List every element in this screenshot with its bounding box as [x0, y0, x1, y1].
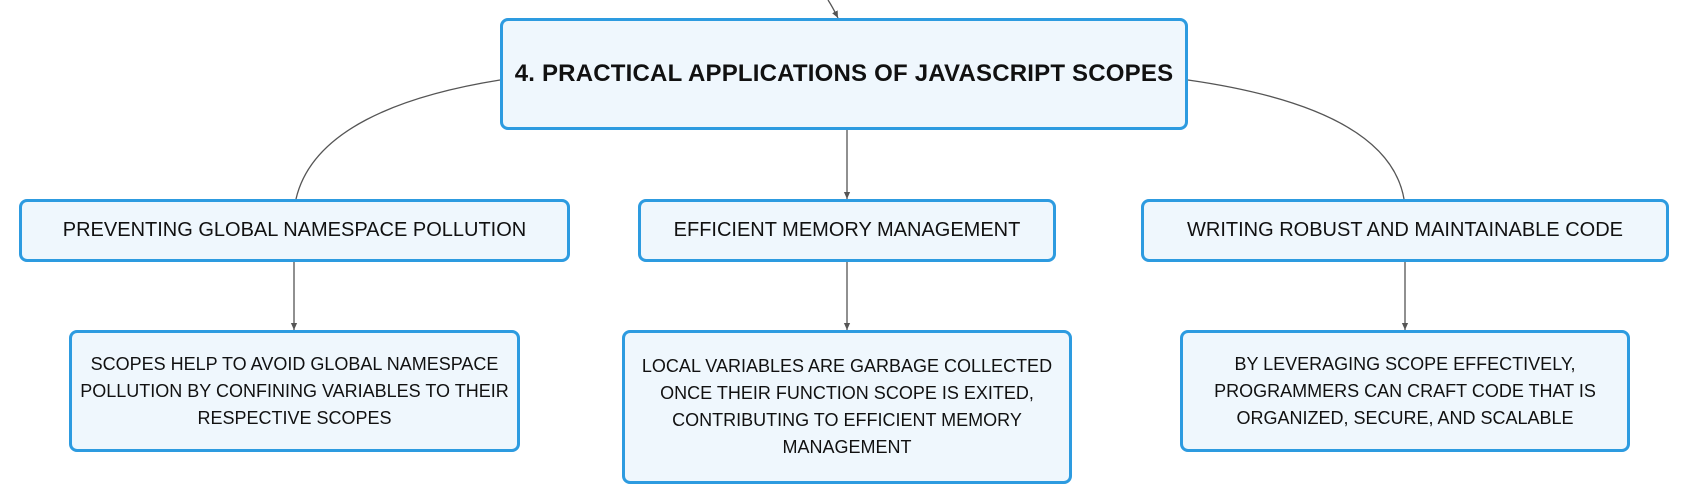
- branch-node-namespace-pollution[interactable]: PREVENTING GLOBAL NAMESPACE POLLUTION: [19, 199, 570, 262]
- connector-root-to-branch-1: [295, 79, 501, 200]
- detail-node-memory-management[interactable]: LOCAL VARIABLES ARE GARBAGE COLLECTED ON…: [622, 330, 1072, 484]
- branch-label: EFFICIENT MEMORY MANAGEMENT: [673, 219, 1021, 241]
- root-topic-label: 4. PRACTICAL APPLICATIONS OF JAVASCRIPT …: [514, 60, 1174, 87]
- detail-text: BY LEVERAGING SCOPE EFFECTIVELY, PROGRAM…: [1214, 353, 1596, 428]
- branch-label: PREVENTING GLOBAL NAMESPACE POLLUTION: [62, 219, 527, 241]
- branch-node-memory-management[interactable]: EFFICIENT MEMORY MANAGEMENT: [638, 199, 1056, 262]
- branch-label: WRITING ROBUST AND MAINTAINABLE CODE: [1187, 219, 1623, 241]
- root-topic-node[interactable]: 4. PRACTICAL APPLICATIONS OF JAVASCRIPT …: [500, 18, 1188, 130]
- detail-node-namespace-pollution[interactable]: SCOPES HELP TO AVOID GLOBAL NAMESPACE PO…: [69, 330, 520, 452]
- connector-root-to-branch-3: [1187, 79, 1405, 200]
- detail-text: SCOPES HELP TO AVOID GLOBAL NAMESPACE PO…: [80, 353, 509, 428]
- detail-node-robust-code[interactable]: BY LEVERAGING SCOPE EFFECTIVELY, PROGRAM…: [1180, 330, 1630, 452]
- detail-text: LOCAL VARIABLES ARE GARBAGE COLLECTED ON…: [641, 356, 1053, 457]
- branch-node-robust-code[interactable]: WRITING ROBUST AND MAINTAINABLE CODE: [1141, 199, 1669, 262]
- incoming-connector: [827, 0, 839, 19]
